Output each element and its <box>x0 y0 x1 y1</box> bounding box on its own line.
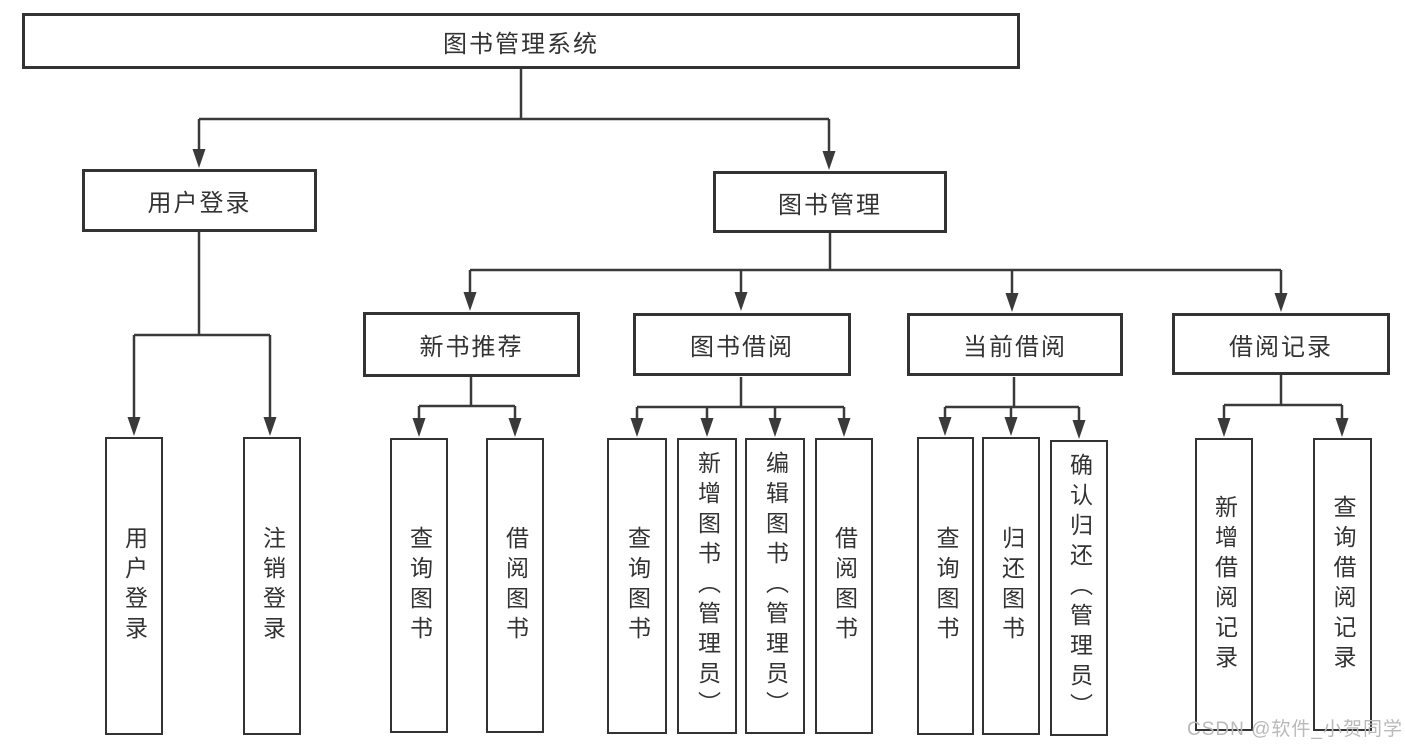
node-label: 当前借阅 <box>963 334 1067 361</box>
node-label: 新书推荐 <box>419 334 524 361</box>
leaf-query-books-borrow: 查询图书 <box>607 438 667 734</box>
node-label: 查询图书 <box>624 526 651 646</box>
leaf-logout: 注销登录 <box>243 437 301 735</box>
leaf-add-book-admin: 新增图书（管理员） <box>677 438 737 734</box>
leaf-query-books-recommend: 查询图书 <box>390 438 448 733</box>
node-label: 借阅图书 <box>502 525 529 646</box>
node-label: 用户登录 <box>121 526 148 646</box>
arrowheads <box>127 149 1349 439</box>
node-label: 查询借阅记录 <box>1330 494 1356 675</box>
leaf-edit-book-admin: 编辑图书（管理员） <box>745 438 805 734</box>
leaf-add-borrow-record: 新增借阅记录 <box>1195 438 1253 731</box>
leaf-borrow-books: 借阅图书 <box>815 438 873 734</box>
node-label: 图书管理 <box>778 191 882 219</box>
node-system-root: 图书管理系统 <box>22 13 1020 69</box>
leaf-return-books: 归还图书 <box>982 437 1040 735</box>
node-label: 查询图书 <box>933 526 959 646</box>
node-label: 用户登录 <box>147 190 252 217</box>
leaf-query-books-current: 查询图书 <box>917 437 974 735</box>
node-label: 归还图书 <box>998 526 1025 646</box>
node-current-borrow: 当前借阅 <box>907 313 1123 376</box>
leaf-confirm-return-admin: 确认归还（管理员） <box>1050 440 1108 736</box>
node-label: 新增借阅记录 <box>1211 494 1238 675</box>
node-label: 图书管理系统 <box>443 30 599 58</box>
csdn-watermark: CSDN @软件_小贺同学 <box>1187 719 1403 740</box>
node-user-login-branch: 用户登录 <box>82 169 317 232</box>
node-book-management: 图书管理 <box>713 171 947 233</box>
leaf-query-borrow-record: 查询借阅记录 <box>1313 438 1372 731</box>
node-label: 图书借阅 <box>690 334 794 361</box>
node-borrow-records: 借阅记录 <box>1172 313 1390 375</box>
node-label: 编辑图书（管理员） <box>762 451 789 721</box>
leaf-user-login: 用户登录 <box>105 437 163 735</box>
node-new-book-recommend: 新书推荐 <box>363 312 580 377</box>
leaf-borrow-books-recommend: 借阅图书 <box>486 438 544 733</box>
node-label: 确认归还（管理员） <box>1066 453 1093 723</box>
node-label: 借阅图书 <box>831 526 858 646</box>
node-label: 查询图书 <box>406 525 433 646</box>
node-book-borrow: 图书借阅 <box>633 313 851 376</box>
node-label: 借阅记录 <box>1229 333 1333 361</box>
node-label: 注销登录 <box>259 526 286 646</box>
node-label: 新增图书（管理员） <box>694 451 721 721</box>
